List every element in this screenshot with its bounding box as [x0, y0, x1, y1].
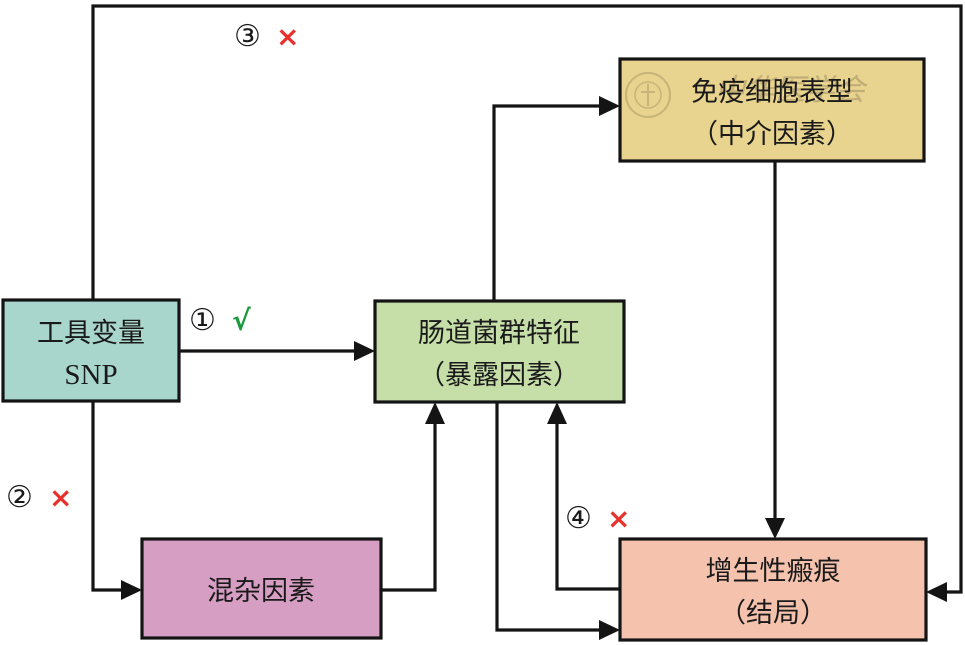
node-confounder: 混杂因素 [140, 537, 383, 640]
node-mediator-box [618, 57, 926, 163]
arrowhead-exposure-to-mediator [599, 96, 620, 116]
node-instrument-line2: SNP [64, 359, 117, 391]
assumption-2-number: ② [6, 480, 33, 515]
node-mediator-line2: （中介因素） [691, 119, 853, 150]
assumption-3-cross-icon: × [276, 20, 299, 53]
assumption-4-cross-icon: × [607, 502, 630, 535]
node-confounder-box [140, 537, 383, 640]
edge-exposure-to-outcome [495, 402, 601, 632]
edge-instrument-to-outcome [91, 4, 963, 594]
arrowhead-mediator-to-outcome [765, 518, 785, 539]
node-instrument-line1: 工具变量 [37, 318, 145, 349]
arrowhead-instrument-to-confounder [121, 580, 142, 600]
arrowhead-outcome-to-exposure [547, 402, 567, 424]
node-outcome: 增生性瘢痕 （结局） [618, 537, 928, 642]
assumption-2-cross-icon: × [49, 481, 72, 514]
edge-instrument-to-confounder [91, 401, 124, 592]
edge-confounder-to-exposure [381, 421, 437, 592]
node-confounder-line1: 混杂因素 [207, 576, 315, 607]
node-instrument-box [1, 298, 181, 403]
watermark-text: 中华医学会 [715, 73, 868, 108]
assumption-1-check-icon: √ [232, 304, 251, 337]
assumption-3-label: ③ × [234, 19, 299, 54]
watermark-emblem-icon [625, 72, 671, 118]
assumption-1-label: ① √ [189, 303, 251, 338]
edge-outcome-to-exposure [555, 421, 620, 591]
assumption-4-number: ④ [565, 501, 592, 536]
node-mediator: 中华医学会 免疫细胞表型 （中介因素） [618, 57, 926, 163]
arrowhead-instrument-to-exposure [354, 341, 375, 361]
node-exposure-line1: 肠道菌群特征 [418, 318, 580, 349]
node-outcome-line2: （结局） [719, 598, 827, 629]
arrowhead-confounder-to-exposure [425, 402, 445, 424]
node-exposure-line2: （暴露因素） [418, 360, 580, 391]
node-outcome-box [618, 537, 928, 642]
node-exposure-box [373, 299, 626, 404]
node-instrument-snp: 工具变量 SNP [1, 298, 181, 403]
assumption-3-number: ③ [234, 19, 261, 54]
assumption-1-number: ① [189, 303, 216, 338]
arrowhead-exposure-to-outcome [599, 620, 620, 640]
edge-exposure-to-mediator [492, 104, 601, 301]
node-mediator-line1: 免疫细胞表型 [691, 77, 853, 108]
assumption-4-label: ④ × [565, 501, 630, 536]
arrowhead-instrument-to-outcome [926, 582, 947, 602]
node-outcome-line1: 增生性瘢痕 [706, 556, 841, 587]
node-exposure: 肠道菌群特征 （暴露因素） [373, 299, 626, 404]
assumption-2-label: ② × [6, 480, 72, 515]
